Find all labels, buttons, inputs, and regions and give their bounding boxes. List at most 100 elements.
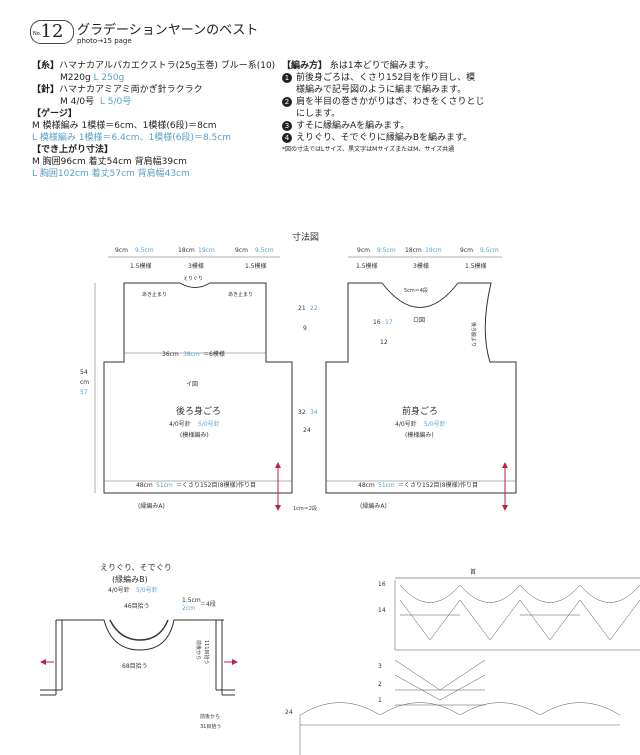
chart-row-24: 24: [285, 709, 293, 716]
size-note: *図の寸法ではLサイズ、黒文字はMサイズまたはM、サイズ共通: [282, 146, 455, 153]
front-shoulder-l: 22: [310, 305, 318, 312]
front-side-l: 34: [310, 409, 318, 416]
chart-row-16: 16: [378, 581, 386, 588]
back-top-2-m: 18cm: [178, 247, 195, 254]
step-badge-1: 1: [282, 72, 292, 83]
trim-bottom-side: 前後から: [200, 713, 220, 720]
yarn-text: ハマナカアルパカエクストラ(25g玉巻) ブルー系(10): [59, 61, 276, 71]
size-m: M 胸囲96cm 着丈54cm 背肩幅39cm: [32, 157, 187, 167]
front-s3: 12: [380, 339, 388, 346]
needle-label: 【針】: [32, 85, 60, 95]
front-neck-width: 5cm＝4段: [404, 287, 428, 294]
step-text-3: すそに縁編みAを編みます。: [296, 121, 410, 131]
trim-neck-pick: 46目拾う: [124, 602, 150, 610]
back-body-outline: [103, 282, 293, 494]
front-top-3-m: 9cm: [460, 247, 473, 254]
front-s2-l: 17: [385, 319, 393, 326]
chart-row-3: 3: [378, 663, 382, 670]
back-mark: イ図: [186, 381, 198, 388]
back-top-1-m: 9cm: [115, 247, 128, 254]
step-text-1: 前後身ごろは、くさり152目を作り目し、模: [296, 73, 476, 83]
pattern-number: 12: [30, 20, 74, 44]
chart-row-2: 2: [378, 681, 382, 688]
trim-diagram: えりぐり、そでぐり (縁編みB) 4/0号針 5/0号針 1.5cm 2cm ＝…: [40, 563, 238, 730]
back-rest-left: あき止まり: [142, 291, 167, 298]
step-badge-4: 4: [282, 132, 292, 143]
front-side-b: 24: [303, 427, 311, 434]
front-top-1-l: 9.5cm: [377, 247, 396, 254]
back-neck-label: えりぐり: [183, 276, 203, 282]
trim-title-2: (縁編みB): [112, 574, 148, 584]
back-needle-l: 5/0号針: [198, 420, 220, 428]
front-body-outline: [325, 282, 517, 494]
chart-label: 首: [470, 568, 476, 576]
front-top-2-m: 18cm: [405, 247, 422, 254]
back-edge-rows: 1cm＝2段: [293, 505, 317, 512]
front-back-side: 後ろ脇より: [470, 322, 477, 347]
page-title: グラデーションヤーンのベスト: [77, 23, 259, 38]
front-bottom-m: 48cm: [358, 482, 375, 489]
front-top-pat-3: 1.5模様: [465, 262, 487, 270]
back-body-diagram: 9cm 9.5cm 18cm 19cm 9cm 9.5cm 1.5模様 3模様 …: [80, 247, 317, 512]
trim-needle-m: 4/0号針: [108, 586, 130, 594]
front-top-pat-1: 1.5模様: [356, 262, 378, 270]
front-body-diagram: 9cm 9.5cm 18cm 19cm 9cm 9.5cm 1.5模様 3模様 …: [298, 247, 517, 511]
front-bottom-l: 51cm: [378, 482, 395, 489]
back-needle-m: 4/0号針: [169, 420, 191, 428]
front-top-2-l: 19cm: [425, 247, 442, 254]
size-label: 【でき上がり寸法】: [32, 145, 114, 155]
back-width-l: 38cm: [183, 351, 200, 358]
back-top-pat-3: 1.5模様: [245, 262, 267, 270]
front-needle-l: 5/0号針: [424, 420, 446, 428]
size-l: L 胸囲102cm 着丈57cm 背肩幅43cm: [32, 169, 190, 179]
step-text-2: 肩を半目の巻きかがりはぎ、わきをくさりとじ: [296, 97, 485, 107]
back-top-3-l: 9.5cm: [255, 247, 274, 254]
front-top-1-m: 9cm: [357, 247, 370, 254]
gauge-m: M 模様編み 1模様＝6cm、1模様(6段)＝8cm: [32, 121, 217, 131]
stitch-chart: 首 16 14 3 2 1 24: [285, 568, 640, 755]
needle-m: M 4/0号: [60, 97, 95, 107]
back-top-3-m: 9cm: [235, 247, 248, 254]
chart-row-14: 14: [378, 607, 386, 614]
needle-l: L 5/0号: [99, 97, 132, 107]
back-bottom-m: 48cm: [136, 482, 153, 489]
back-top-1-l: 9.5cm: [135, 247, 154, 254]
front-shoulder-m: 21: [298, 305, 306, 312]
back-side-m: 54: [80, 369, 88, 376]
front-top-3-l: 9.5cm: [480, 247, 499, 254]
method-intro: 糸は1本どりで編みます。: [329, 61, 434, 71]
diagram-title: 寸法図: [292, 231, 319, 243]
yarn-label: 【糸】: [32, 61, 60, 71]
method-block: 【編み方】 糸は1本どりで編みます。 1 前後身ごろは、くさり152目を作り目し、…: [282, 60, 485, 156]
front-edge: (縁編みA): [360, 502, 387, 510]
front-shoulder-b: 9: [303, 325, 307, 332]
trim-bottom-count: 31目拾う: [200, 723, 221, 730]
trim-needle-l: 5/0号針: [136, 586, 158, 594]
step-text-1b: 様編みで記号図のように編まで編みます。: [296, 85, 467, 95]
trim-w2: 2cm: [182, 605, 195, 612]
back-top-2-l: 19cm: [198, 247, 215, 254]
needle-text: ハマナカアミアミ両かぎ針ラクラク: [59, 85, 203, 95]
specs-block: 【糸】ハマナカアルパカエクストラ(25g玉巻) ブルー系(10) M220g L…: [32, 60, 275, 180]
method-label: 【編み方】: [282, 61, 328, 71]
back-pattern: (模様編み): [180, 431, 209, 439]
front-mark: ロ図: [413, 317, 425, 324]
chart-row-1: 1: [378, 697, 382, 704]
back-name: 後ろ身ごろ: [176, 405, 221, 417]
front-pattern: (模様編み): [405, 431, 434, 439]
trim-rows: ＝4段: [200, 600, 216, 608]
back-side-l: 57: [80, 389, 88, 396]
trim-side-count: 111目拾う: [203, 640, 210, 665]
step-badge-3: 3: [282, 120, 292, 131]
back-edge: (縁編みA): [138, 502, 165, 510]
back-top-pat-2: 3模様: [188, 262, 204, 270]
front-s2-m: 16: [373, 319, 381, 326]
back-side-unit: cm: [80, 379, 89, 386]
front-name: 前身ごろ: [402, 405, 438, 417]
gauge-label: 【ゲージ】: [32, 109, 77, 119]
back-top-pat-1: 1.5模様: [130, 262, 152, 270]
front-top-pat-2: 3模様: [413, 262, 429, 270]
back-bottom-l: 51cm: [156, 482, 173, 489]
step-badge-2: 2: [282, 96, 292, 107]
